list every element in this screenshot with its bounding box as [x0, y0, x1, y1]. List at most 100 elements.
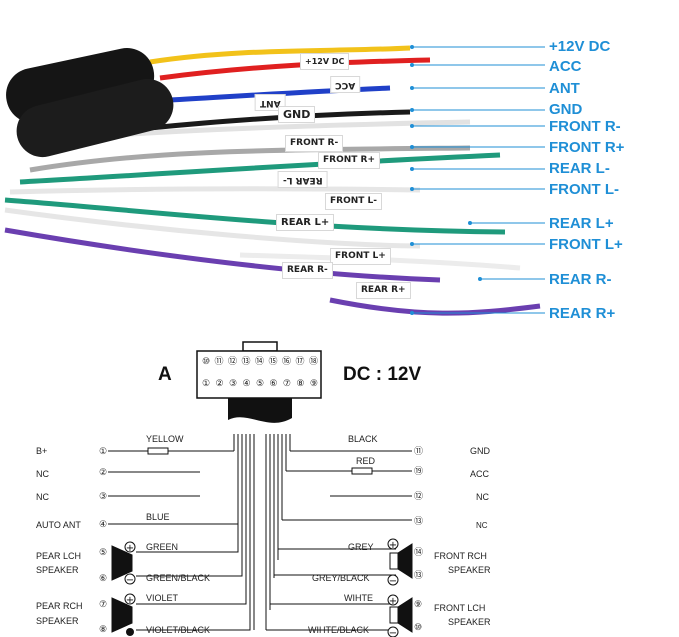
left-pin-8: ⑧: [99, 624, 108, 634]
right-name-2: ACC: [470, 469, 490, 479]
right-pin-6: ⑬: [414, 570, 424, 580]
svg-text:+: +: [389, 596, 397, 607]
tag-front-r-minus: FRONT R-: [285, 135, 344, 152]
pin-label: ⑮: [268, 356, 278, 366]
pin-label: ⑱: [308, 356, 318, 366]
pin-label: ③: [228, 378, 238, 388]
left-name-2: NC: [36, 469, 49, 479]
right-wire-2: RED: [356, 456, 376, 466]
left-wire-8: VIOLET/BLACK: [146, 625, 211, 635]
pin-label: ④: [242, 378, 251, 388]
wire-red: [159, 57, 431, 81]
tag-front-l-minus: FRONT L-: [325, 193, 383, 210]
tag-acc: ACC: [330, 76, 361, 93]
pin-label: ⑨: [309, 378, 318, 388]
tag-front-l-plus: FRONT L+: [330, 248, 391, 265]
wire-violet-1: [4, 227, 441, 283]
left-name-3: NC: [36, 492, 49, 502]
left-wire-4: BLUE: [146, 512, 170, 522]
left-name-8: SPEAKER: [36, 616, 79, 626]
right-name-8: SPEAKER: [448, 617, 491, 627]
pin-label: ⑯: [281, 356, 291, 366]
svg-text:−: −: [389, 628, 397, 637]
tag-12v-dc: +12V DC: [300, 53, 350, 70]
right-pin-8: ⑩: [414, 622, 423, 632]
right-wire-8: WIHTE/BLACK: [308, 625, 370, 635]
right-wire-7: WIHTE: [344, 593, 373, 603]
wire-green-1: [19, 152, 501, 185]
left-pin-7: ⑦: [99, 599, 108, 609]
wiring-diagram: + − + + − + −: [108, 341, 413, 637]
inline-fuse-body-2: [16, 78, 174, 158]
left-pin-3: ③: [99, 491, 108, 501]
left-wire-6: GREEN/BLACK: [146, 573, 211, 583]
callout-rear-l-minus: REAR L-: [549, 160, 610, 177]
right-pin-4: ⑬: [414, 516, 424, 526]
tag-gnd: GND: [278, 106, 316, 123]
pin-label: ⑫: [228, 356, 238, 366]
pin-label: ⑤: [255, 378, 265, 388]
left-pin-2: ②: [99, 467, 108, 477]
wire-green-2: [4, 197, 506, 235]
callout-rear-r-minus: REAR R-: [549, 271, 612, 288]
speaker-right-front-2: [389, 597, 413, 633]
left-name-7: PEAR RCH: [36, 601, 83, 611]
right-wire-6: GREY/BLACK: [312, 573, 370, 583]
right-name-5: FRONT RCH: [434, 551, 487, 561]
right-pin-2: ⑲: [414, 466, 424, 476]
left-name-6: SPEAKER: [36, 565, 79, 575]
left-pin-5: ⑤: [99, 547, 108, 557]
callout-front-r-plus: FRONT R+: [549, 139, 625, 156]
callout-acc: ACC: [549, 58, 582, 75]
left-name-4: AUTO ANT: [36, 520, 81, 530]
right-pin-3: ⑫: [414, 491, 424, 501]
voltage-label: DC : 12V: [343, 364, 422, 385]
pin-label: ⑭: [255, 356, 265, 366]
tag-rear-l-plus: REAR L+: [276, 214, 335, 231]
pin-label: ⑧: [296, 378, 305, 388]
svg-text:−: −: [126, 575, 134, 586]
callout-gnd: GND: [549, 101, 583, 118]
left-pin-1: ①: [99, 446, 108, 456]
speaker-right-front: [389, 543, 413, 579]
wire-white-2: [9, 186, 421, 195]
left-name-5: PEAR LCH: [36, 551, 82, 561]
connector-top-tab: [242, 341, 278, 352]
right-wire-1: BLACK: [348, 434, 378, 444]
callout-front-r-minus: FRONT R-: [549, 118, 621, 135]
right-name-7: FRONT LCH: [434, 603, 486, 613]
pin-label: ⑪: [214, 356, 224, 366]
wire-grey: [29, 145, 471, 173]
svg-text:−: −: [389, 576, 397, 587]
left-wires: [108, 450, 251, 631]
tag-rear-r-plus: REAR R+: [356, 282, 411, 299]
left-pin-6: ⑥: [99, 573, 108, 583]
callout-ant: ANT: [549, 80, 580, 97]
tag-rear-r-minus: REAR R-: [282, 262, 333, 279]
callout-dots: [410, 45, 482, 315]
pin-label: ⑩: [202, 356, 211, 366]
left-wire-7: VIOLET: [146, 593, 179, 603]
right-wire-5: GREY: [348, 542, 374, 552]
pin-label: ⑦: [282, 378, 291, 388]
right-pin-5: ⑭: [414, 547, 424, 557]
right-name-3: NC: [476, 492, 489, 502]
right-pin-7: ⑨: [414, 599, 423, 609]
speaker-left-rear: [111, 545, 133, 581]
pin-label: ⑬: [241, 356, 251, 366]
right-name-4: NC: [476, 521, 488, 530]
pin-label: ②: [215, 378, 224, 388]
connector-bottom-pins: ① ② ③ ④ ⑤ ⑥ ⑦ ⑧ ⑨: [202, 378, 318, 389]
callout-12v-dc: +12V DC: [549, 38, 611, 55]
pin-label: ⑥: [269, 378, 278, 388]
callout-rear-r-plus: REAR R+: [549, 305, 616, 322]
pin-label: ⑰: [295, 356, 305, 366]
pin-label: ①: [202, 378, 211, 388]
connector-label: A: [158, 364, 172, 385]
svg-text:+: +: [389, 540, 397, 551]
svg-text:+: +: [126, 543, 134, 554]
left-wire-1: YELLOW: [146, 434, 184, 444]
wire-white-3: [4, 207, 421, 249]
left-name-1: B+: [36, 446, 48, 456]
callout-front-l-minus: FRONT L-: [549, 181, 619, 198]
